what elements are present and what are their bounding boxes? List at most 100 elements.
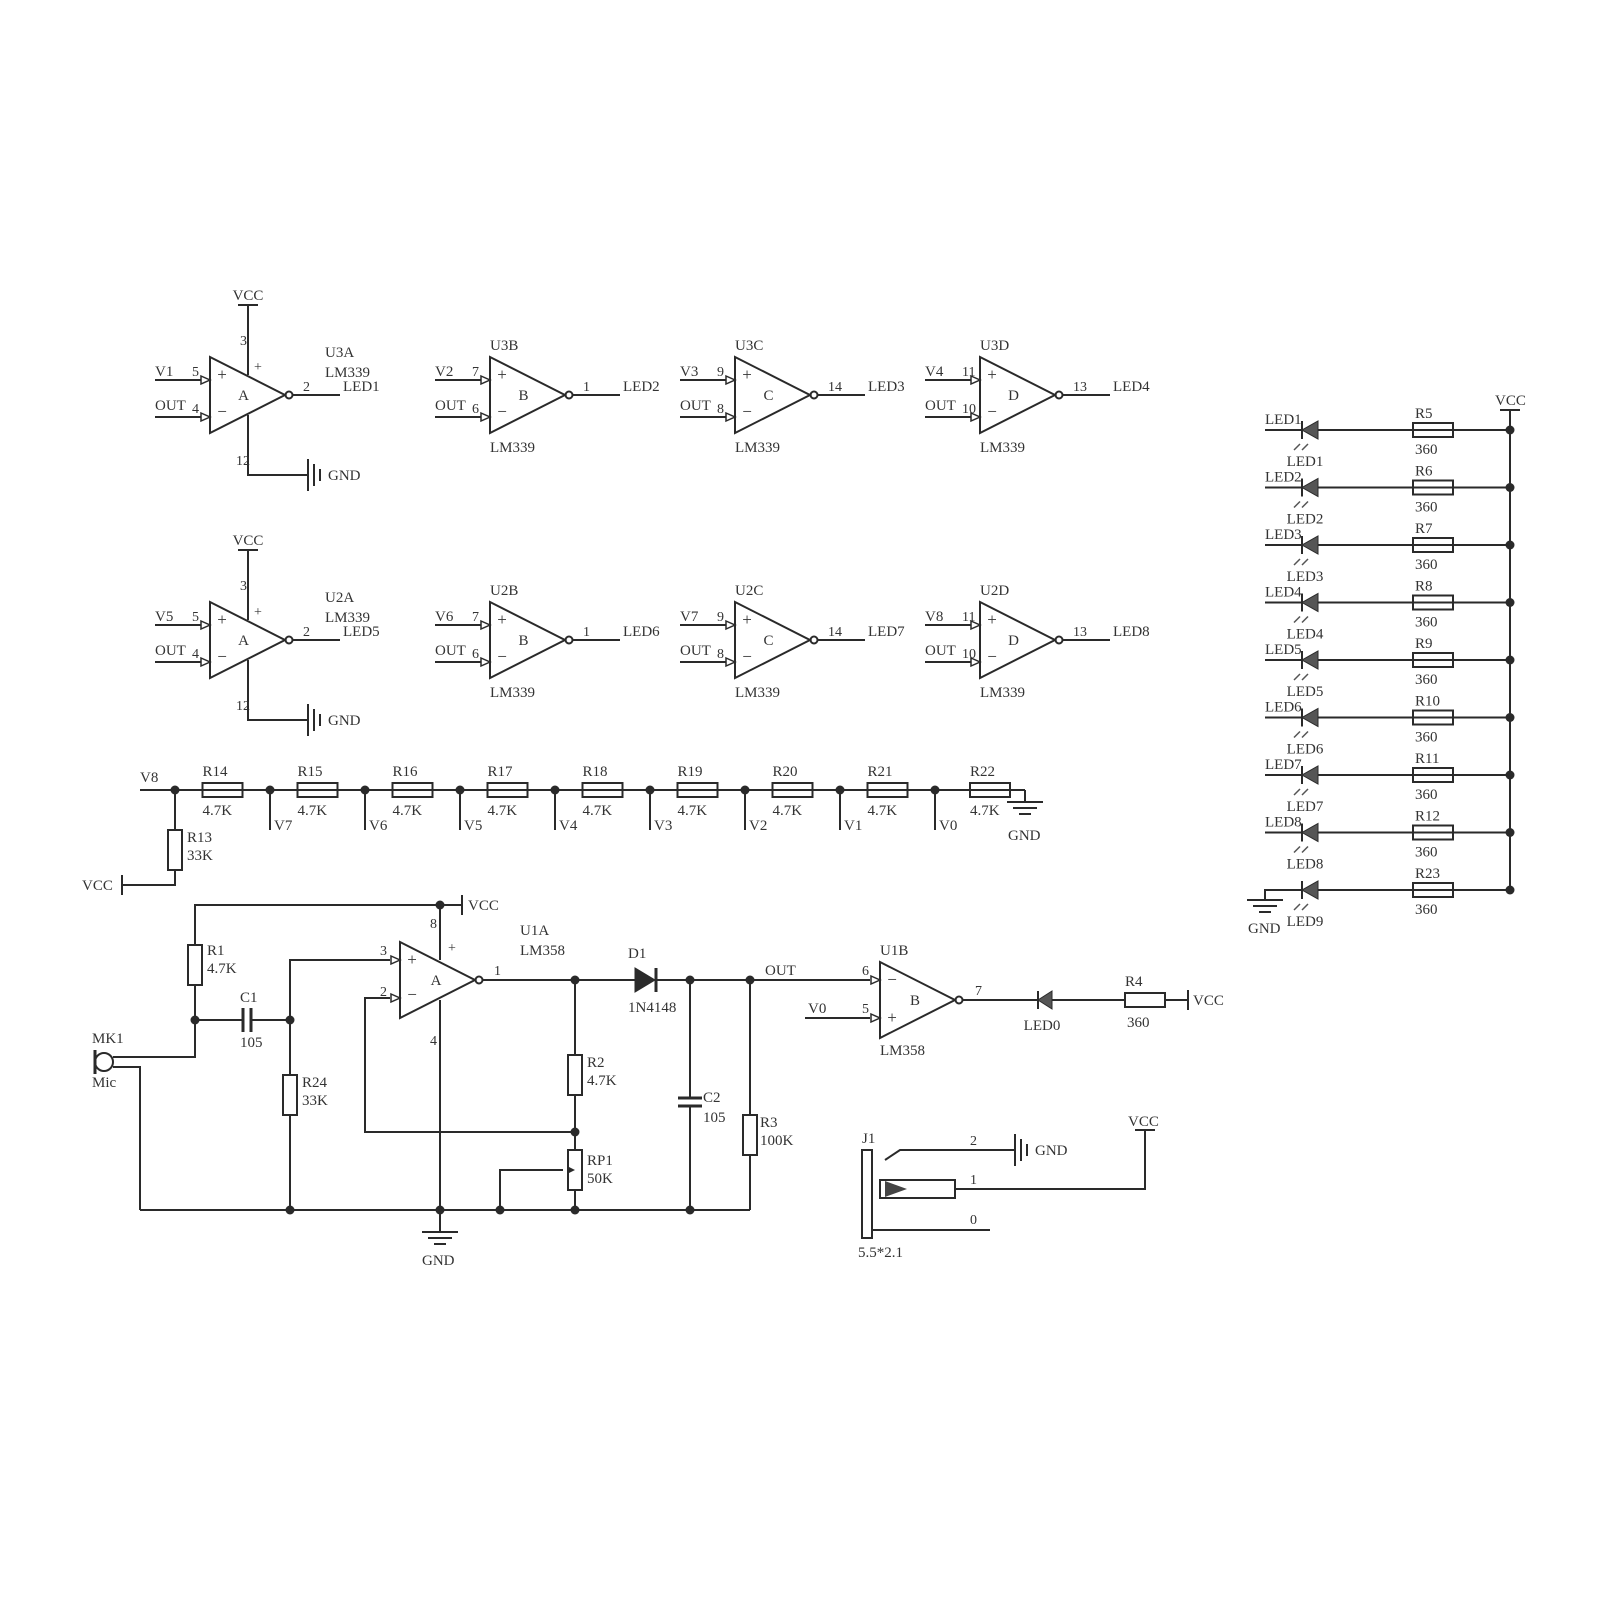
resistor-body — [1412, 767, 1454, 783]
svg-text:−: − — [407, 985, 417, 1004]
vcc-label: VCC — [1193, 993, 1224, 1009]
gnd-label: GND — [422, 1253, 455, 1269]
resistor-ref: R24 — [302, 1075, 328, 1091]
input-plus-net: V2 — [435, 364, 453, 380]
pin-number: 14 — [828, 380, 842, 395]
pin-number: 11 — [962, 365, 975, 380]
led-icon — [1300, 420, 1319, 440]
output-net: LED7 — [868, 624, 905, 640]
output-net: LED3 — [868, 379, 905, 395]
pin-number: 8 — [717, 402, 724, 417]
barrel-tip-icon — [885, 1181, 907, 1197]
pin-number: 6 — [472, 402, 479, 417]
svg-text:+: + — [887, 1008, 897, 1027]
tap-net: V1 — [844, 818, 862, 834]
pin-arrow-icon — [390, 954, 402, 966]
vcc-label: VCC — [233, 533, 264, 549]
led-bank: VCCLED1LED1R5360LED2LED2R6360LED3LED3R73… — [1247, 393, 1526, 937]
gnd-label: GND — [1248, 921, 1281, 937]
tap-net: V7 — [274, 818, 293, 834]
resistor-value: 4.7K — [298, 803, 328, 819]
pin-arrow-icon — [480, 656, 492, 668]
resistor-body — [1412, 882, 1454, 898]
junction-dot — [570, 1127, 580, 1137]
svg-text:+: + — [407, 950, 417, 969]
opamp-unit-label: B — [518, 388, 528, 404]
resistor-body — [187, 944, 203, 986]
opamp-unit-label: B — [518, 633, 528, 649]
resistor-body — [1412, 537, 1454, 553]
pin-arrow-icon — [970, 656, 982, 668]
resistor-ref: R5 — [1415, 406, 1433, 422]
input-plus-net: V4 — [925, 364, 944, 380]
led-net: LED7 — [1265, 757, 1302, 773]
led-ref: LED4 — [1287, 627, 1324, 643]
junction-dot — [1505, 885, 1515, 895]
pin-number: 4 — [192, 402, 199, 417]
tap-net: V6 — [369, 818, 388, 834]
part-ref: U3C — [735, 338, 763, 354]
resistor-ref: R6 — [1415, 464, 1433, 480]
opamp-unit-label: A — [431, 973, 442, 989]
output-bubble-icon — [564, 635, 574, 645]
svg-text:+: + — [254, 360, 262, 375]
led-net: LED3 — [1265, 527, 1302, 543]
pin-number: 9 — [717, 610, 724, 625]
opamp-unit-label: C — [763, 388, 773, 404]
pin-number: 9 — [717, 365, 724, 380]
tap-net: V3 — [654, 818, 672, 834]
pin-number: 0 — [970, 1213, 977, 1228]
vcc-label: VCC — [1128, 1114, 1159, 1130]
resistor-value: 4.7K — [488, 803, 518, 819]
led-net: LED6 — [1265, 700, 1302, 716]
pin-number: 6 — [472, 647, 479, 662]
led-net: LED8 — [1265, 815, 1302, 831]
resistor-value: 4.7K — [203, 803, 233, 819]
part-ref: U2B — [490, 583, 518, 599]
resistor-body — [167, 829, 183, 871]
part-name: LM339 — [325, 610, 370, 626]
opamp-triangle-icon — [399, 940, 478, 1020]
pin-number: 13 — [1073, 625, 1087, 640]
led-ref: LED7 — [1287, 799, 1324, 815]
tap-net: V2 — [749, 818, 767, 834]
led-ref: LED3 — [1287, 569, 1324, 585]
pin-number: 10 — [962, 647, 976, 662]
svg-text:+: + — [254, 605, 262, 620]
mic-amplifier: MK1MicVCCR14.7KC1105R2433K+−A321U1ALM358… — [92, 895, 1224, 1269]
resistor-ref: R18 — [583, 764, 608, 780]
gnd-label: GND — [1035, 1143, 1068, 1159]
input-minus-net: OUT — [925, 398, 956, 414]
junction-dot — [1505, 540, 1515, 550]
led-icon — [1300, 477, 1319, 498]
resistor-ref: R19 — [678, 764, 703, 780]
output-bubble-icon — [1054, 390, 1064, 400]
resistor-value: 4.7K — [393, 803, 423, 819]
pin-number: 1 — [583, 380, 590, 395]
diode-icon — [634, 967, 656, 993]
pin-number: 3 — [240, 334, 247, 349]
capacitor-value: 105 — [240, 1035, 263, 1051]
resistor-body — [1412, 479, 1454, 496]
part-ref: U1B — [880, 943, 908, 959]
led-icon — [1300, 535, 1319, 555]
pot-value: 50K — [587, 1171, 613, 1187]
output-net: LED4 — [1113, 379, 1150, 395]
led-ref: LED1 — [1287, 454, 1324, 470]
input-plus-net: V8 — [925, 609, 943, 625]
gnd-label: GND — [328, 713, 361, 729]
resistor-ref: R10 — [1415, 694, 1440, 710]
svg-text:−: − — [497, 402, 507, 421]
svg-text:+: + — [217, 610, 227, 629]
resistor-ref: R4 — [1125, 974, 1143, 990]
svg-text:−: − — [217, 647, 227, 666]
resistor-value: 4.7K — [207, 961, 237, 977]
part-ref: U3A — [325, 345, 354, 361]
resistor-value: 4.7K — [587, 1073, 617, 1089]
resistor-body — [771, 782, 814, 798]
opamp-unit-label: D — [1008, 633, 1019, 649]
pin-number: 12 — [236, 454, 250, 469]
